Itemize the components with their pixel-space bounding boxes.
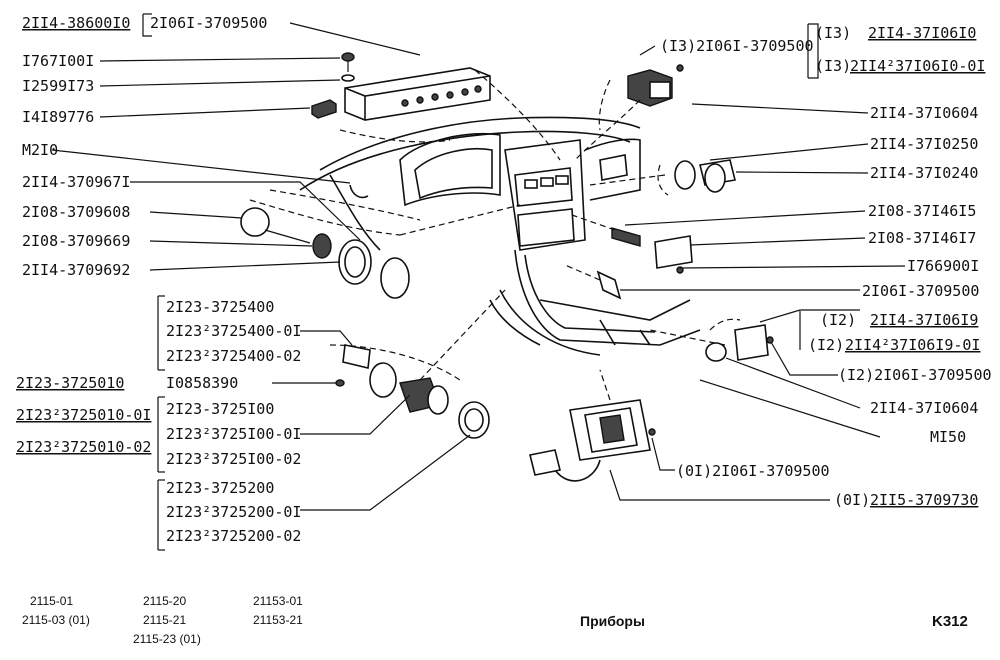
- model-21153-21: 21153-21: [253, 613, 303, 627]
- label-2114-3710610: 2II4-37I06I0: [868, 24, 976, 42]
- label-2123-3725010-02: 2I23²3725010-02: [16, 438, 151, 456]
- label-2123-3725100: 2I23-3725I00: [166, 400, 274, 418]
- label-2123-3725200-02: 2I23²3725200-02: [166, 527, 301, 545]
- label-2123-3725010: 2I23-3725010: [16, 374, 124, 392]
- label-prefix-12-a: (I2): [820, 311, 856, 329]
- model-2115-03-01: 2115-03 (01): [22, 613, 90, 627]
- label-2123-3725400-01: 2I23²3725400-0I: [166, 322, 301, 340]
- model-2115-20: 2115-20: [143, 594, 186, 608]
- model-21153-01: 21153-01: [253, 594, 303, 608]
- page-code: K312: [932, 613, 968, 630]
- label-12599173: I2599I73: [22, 77, 94, 95]
- label-prefix-01: (0I): [834, 491, 870, 509]
- headlight-switch: [240, 207, 410, 299]
- dashboard-illustration: [299, 116, 701, 356]
- screw-parts: [311, 52, 355, 119]
- label-17669001: I766900I: [907, 257, 979, 275]
- rear-window-switch: [705, 324, 774, 362]
- label-10858390: I0858390: [166, 374, 238, 392]
- dimmer-rheostat: [596, 227, 693, 300]
- fog-lamp-switch: [674, 159, 736, 193]
- model-2115-23-01: 2115-23 (01): [133, 632, 201, 646]
- label-17671001: I767I00I: [22, 52, 94, 70]
- label-2108-3709669: 2I08-3709669: [22, 232, 130, 250]
- label-2115-3709730: 2II5-3709730: [870, 491, 978, 509]
- label-2114-3710240: 2II4-37I0240: [870, 164, 978, 182]
- label-prefix-12-b: (I2): [808, 336, 844, 354]
- label-2108-3714615: 2I08-37I46I5: [868, 202, 976, 220]
- label-2108-3714617: 2I08-37I46I7: [868, 229, 976, 247]
- label-2114-3709692: 2II4-3709692: [22, 261, 130, 279]
- assembly-paths: [249, 69, 741, 401]
- brackets: [142, 13, 819, 551]
- label-2114-3710610-01: 2II4²37I06I0-0I: [850, 57, 985, 75]
- label-2114-3710250: 2II4-37I0250: [870, 135, 978, 153]
- label-21061-3709500-a: 2I06I-3709500: [150, 14, 267, 32]
- label-2114-3860010: 2II4-38600I0: [22, 14, 130, 32]
- label-2108-3709608: 2I08-3709608: [22, 203, 130, 221]
- window-lift-switch-block: [529, 399, 656, 482]
- label-m150: MI50: [930, 428, 966, 446]
- label-12-21061-3709500: (I2)2I06I-3709500: [838, 366, 992, 384]
- leader-lines: [51, 22, 906, 511]
- label-2123-3725400-02: 2I23²3725400-02: [166, 347, 301, 365]
- label-2123-3725400: 2I23-3725400: [166, 298, 274, 316]
- label-2123-3725010-01: 2I23²3725010-0I: [16, 406, 151, 424]
- cigarette-lighter: [335, 344, 490, 439]
- label-2114-3710604-a: 2II4-37I0604: [870, 104, 978, 122]
- model-2115-21: 2115-21: [143, 613, 186, 627]
- label-21061-3709500-b: 2I06I-3709500: [862, 282, 979, 300]
- label-13-21061-3709500: (I3)2I06I-3709500: [660, 37, 814, 55]
- label-14189776: I4I89776: [22, 108, 94, 126]
- label-01-21061-3709500: (0I)2I06I-3709500: [676, 462, 830, 480]
- page-title: Приборы: [580, 613, 645, 629]
- label-2114-3710604-b: 2II4-37I0604: [870, 399, 978, 417]
- label-2114-3709671: 2II4-370967I: [22, 173, 130, 191]
- label-2123-3725200-01: 2I23²3725200-0I: [166, 503, 301, 521]
- label-prefix-13-a: (I3): [815, 24, 851, 42]
- label-2114-3710619: 2II4-37I06I9: [870, 311, 978, 329]
- label-prefix-13-b: (I3): [815, 57, 851, 75]
- label-m210: M2I0: [22, 141, 58, 159]
- label-2114-3710619-01: 2II4²37I06I9-0I: [845, 336, 980, 354]
- hazard-switch: [627, 64, 684, 107]
- heater-control-unit: [344, 67, 491, 121]
- label-2123-3725100-02: 2I23²3725I00-02: [166, 450, 301, 468]
- label-2123-3725100-01: 2I23²3725I00-0I: [166, 425, 301, 443]
- label-2123-3725200: 2I23-3725200: [166, 479, 274, 497]
- model-2115-01: 2115-01: [30, 594, 73, 608]
